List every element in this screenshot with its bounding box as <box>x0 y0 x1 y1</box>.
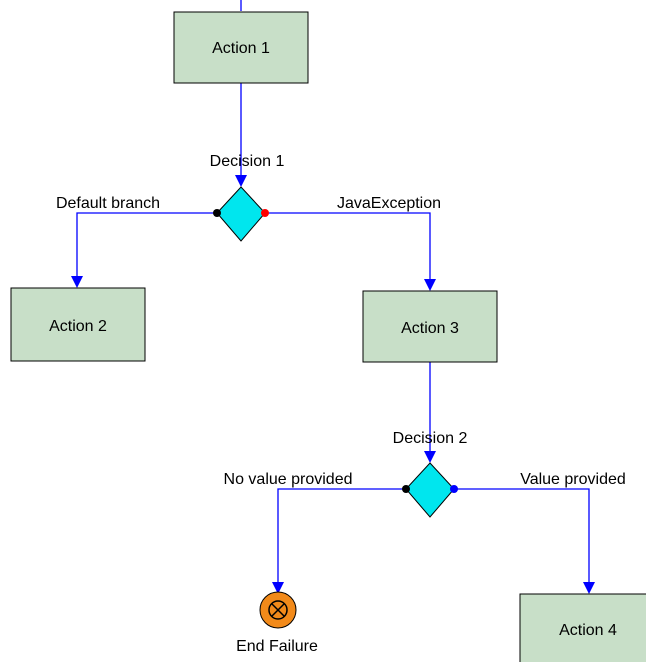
edge-java-exception <box>265 212 436 291</box>
edge-default-branch <box>71 212 217 288</box>
decision2-port-right <box>450 485 458 493</box>
action4-label: Action 4 <box>559 622 617 639</box>
action1-node[interactable]: Action 1 <box>173 11 309 84</box>
decision1-port-right <box>261 209 269 217</box>
action2-label: Action 2 <box>49 318 107 335</box>
action4-node[interactable]: Action 4 <box>519 593 646 662</box>
decision1-port-left <box>213 209 221 217</box>
action3-label: Action 3 <box>401 320 459 337</box>
decision1-node[interactable] <box>213 186 269 242</box>
decision2-port-left <box>402 485 410 493</box>
default-branch-label: Default branch <box>56 195 160 212</box>
java-exception-label: JavaException <box>337 195 441 212</box>
end-failure-label: End Failure <box>236 638 318 655</box>
end-failure-node[interactable] <box>259 591 297 629</box>
edge-value-provided <box>454 488 595 594</box>
decision2-label: Decision 2 <box>393 430 468 447</box>
no-value-provided-label: No value provided <box>224 471 353 488</box>
edge-no-value-provided <box>272 488 406 594</box>
action2-node[interactable]: Action 2 <box>10 287 146 362</box>
action1-label: Action 1 <box>212 40 270 57</box>
decision1-label: Decision 1 <box>210 153 285 170</box>
decision2-node[interactable] <box>402 462 458 518</box>
value-provided-label: Value provided <box>520 471 626 488</box>
action3-node[interactable]: Action 3 <box>362 290 498 363</box>
